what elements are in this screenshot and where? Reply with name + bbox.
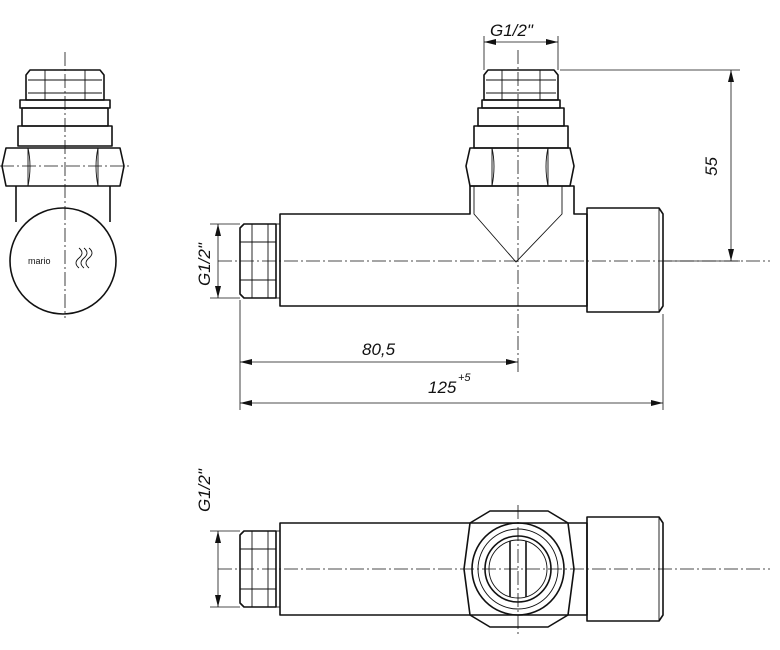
side-thread-label-bottom: G1/2" bbox=[195, 468, 214, 512]
top-view: G1/2" bbox=[195, 468, 770, 635]
mario-logo: mario bbox=[28, 247, 93, 269]
top-thread-label: G1/2" bbox=[490, 21, 534, 40]
offset-label: 80,5 bbox=[362, 340, 396, 359]
height-label: 55 bbox=[702, 157, 721, 176]
side-view: mario bbox=[0, 52, 130, 318]
front-view: G1/2" 55 G1/2" 80,5 125 +5 bbox=[195, 21, 770, 410]
length-tolerance-label: +5 bbox=[458, 372, 471, 384]
logo-text: mario bbox=[28, 256, 51, 266]
side-thread-label-front: G1/2" bbox=[195, 242, 214, 286]
length-label: 125 bbox=[428, 378, 457, 397]
